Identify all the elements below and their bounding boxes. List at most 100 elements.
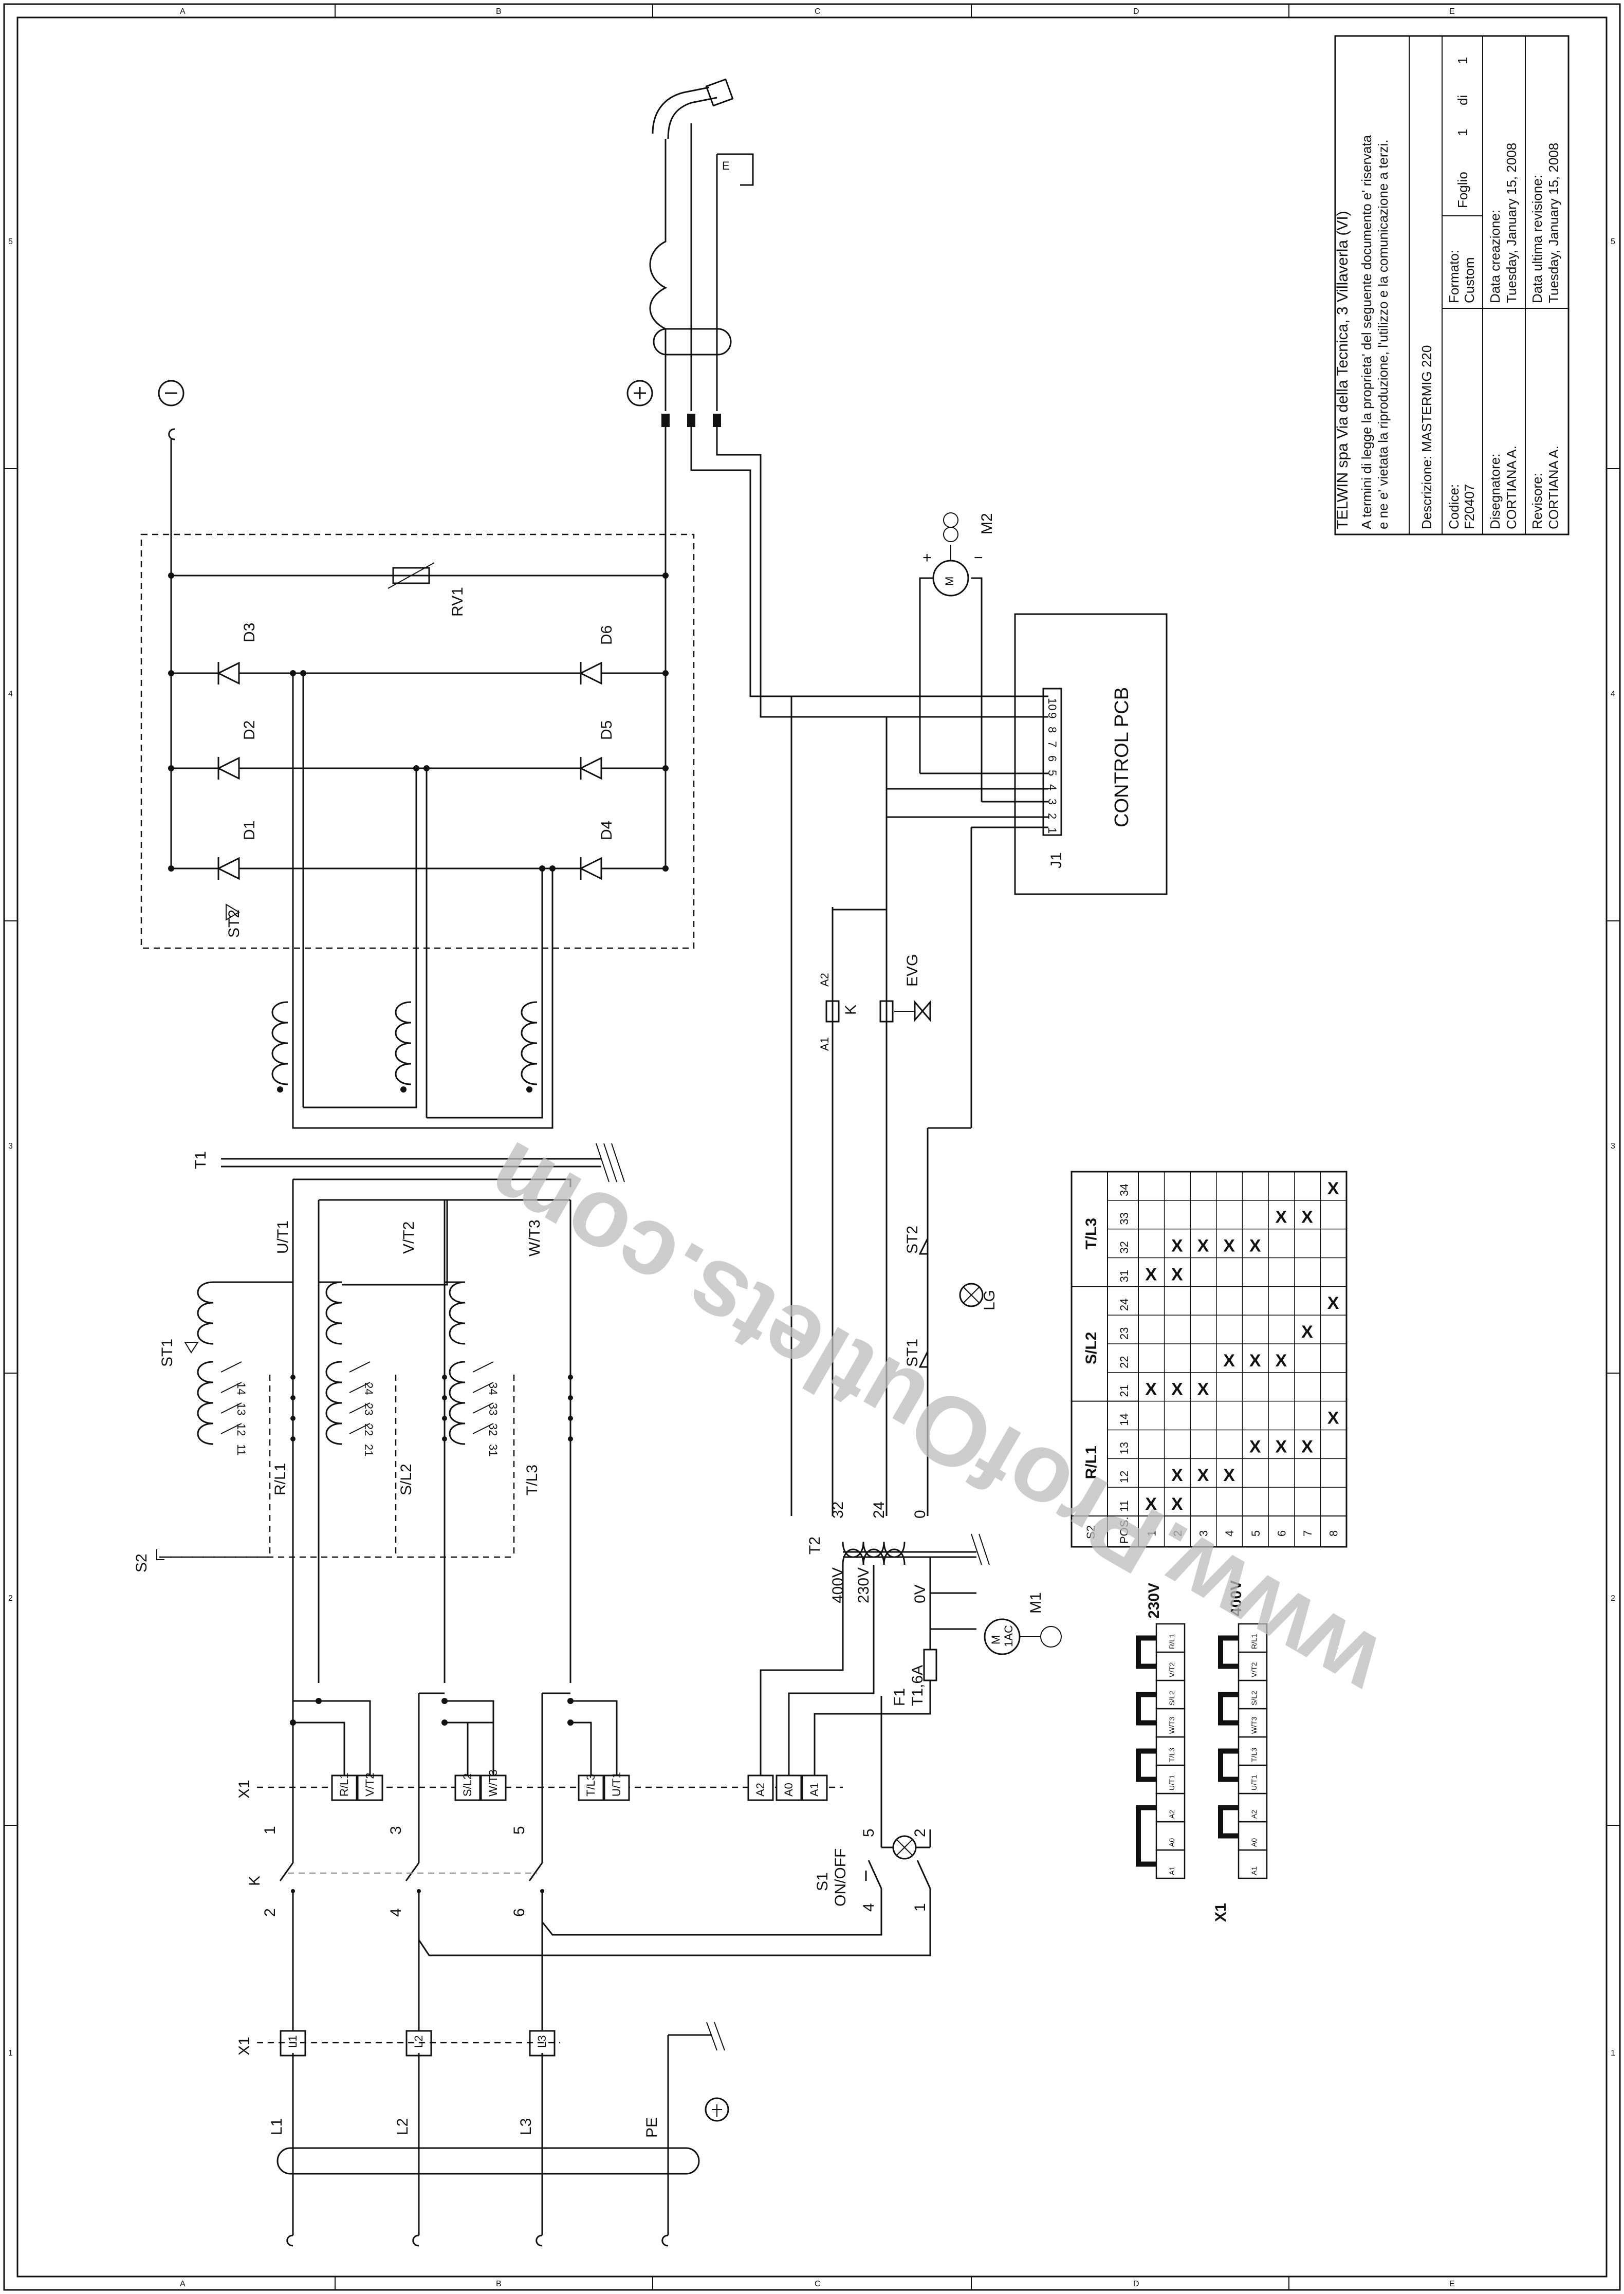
jumper-strip-terminal-label: A2: [1250, 1810, 1258, 1819]
x1-terminal: [747, 1774, 774, 1801]
control-circuit: K A1 A2 EVG ST2 ST1 LG: [790, 696, 1048, 1516]
j1-pin-number: 5: [1046, 770, 1059, 776]
s2-table-closed-mark: X: [1327, 1409, 1339, 1428]
title-block: TELWIN spa Via della Tecnica, 3 Villaver…: [1334, 35, 1570, 535]
s2-table-closed-mark: X: [1197, 1236, 1209, 1256]
varistor-rv1: [392, 567, 430, 584]
strip-230v-label: 230V: [1146, 1583, 1162, 1619]
j1-pin-number: 6: [1046, 755, 1059, 762]
plug-icon: [713, 414, 721, 427]
x1-label-top: X1: [236, 1780, 253, 1799]
jumper-strip-terminal: [1238, 1736, 1268, 1766]
s2-table-contact-header: 34: [1118, 1183, 1131, 1196]
strip-x1-label: X1: [1212, 1903, 1229, 1922]
j1-pin-number: 8: [1046, 727, 1059, 733]
x1-terminal-label: S/L2: [461, 1773, 474, 1797]
jumper-link: [1218, 1692, 1239, 1726]
s2-table-closed-mark: X: [1171, 1380, 1183, 1399]
row-marker-2-right: 2: [1611, 1594, 1615, 1603]
cable-sleeve: [653, 328, 732, 356]
s2-table-closed-mark: X: [1301, 1208, 1313, 1227]
contact-11-label: 11: [235, 1444, 248, 1456]
s2-table-closed-mark: X: [1223, 1351, 1235, 1371]
jumper-strip-terminal: [1155, 1849, 1186, 1879]
col-marker-e-bottom: E: [1449, 2280, 1455, 2288]
diode-d6: [579, 661, 602, 685]
s2-table-closed-mark: X: [1249, 1236, 1261, 1256]
col-marker-c: C: [815, 7, 821, 16]
f1-label: F1: [891, 1688, 908, 1706]
diode-d4: [579, 857, 602, 880]
s2-table-contact-header: 32: [1118, 1241, 1131, 1253]
warning-lamp-lg-icon: [959, 1283, 984, 1307]
tl3-label: T/L3: [524, 1465, 541, 1495]
mains-cable-sleeve: [276, 2147, 700, 2175]
jumper-strip-terminal-label: T/L3: [1250, 1748, 1258, 1762]
m1-sub-label: 1AC: [1002, 1625, 1015, 1647]
feed-roll-icon: [943, 527, 958, 542]
x1-mains-terminal-label: L1: [286, 2036, 299, 2048]
positive-terminal-icon: [626, 380, 653, 406]
x1-mains-terminal-label: L3: [536, 2036, 548, 2048]
format-label: Formato:: [1446, 250, 1462, 303]
jumper-link: [1136, 1748, 1156, 1782]
contact-33-label: 33: [487, 1403, 500, 1415]
on-off-label: ON/OFF: [832, 1848, 849, 1907]
jumper-strip-terminal-label: S/L2: [1168, 1691, 1176, 1706]
contact-34-label: 34: [487, 1382, 500, 1395]
m2-label: M2: [979, 513, 995, 534]
relay-k-coil: [825, 1000, 840, 1023]
d3-label: D3: [241, 623, 258, 642]
contact-24-label: 24: [362, 1382, 375, 1395]
wt3-label: W/T3: [526, 1219, 543, 1256]
contactor-k: K 1 3 5 2 4 6: [246, 1683, 931, 2043]
rectifier-bridge: RV1 D3 D2 D1 D6 D5 D4 ST2: [140, 533, 695, 949]
row-marker-1-right: 1: [1611, 2049, 1615, 2058]
row-marker-5-right: 5: [1611, 237, 1615, 246]
strip-400v-label: 400V: [1228, 1580, 1245, 1616]
s2-table-closed-mark: X: [1275, 1208, 1287, 1227]
col-marker-d-bottom: D: [1133, 2280, 1139, 2288]
col-marker-a-bottom: A: [180, 2280, 186, 2288]
diode-d5: [579, 756, 602, 780]
contact-13-label: 13: [235, 1403, 248, 1415]
tap-24-label: 24: [871, 1502, 888, 1519]
x1-terminal-label: A2: [754, 1783, 767, 1797]
jumper-link: [1136, 1692, 1156, 1726]
s2-table-corner: S2: [1084, 1525, 1097, 1539]
jumper-strip-terminal-label: U/T1: [1168, 1774, 1176, 1790]
col-marker-d: D: [1133, 7, 1139, 16]
connector-j1: [1042, 688, 1062, 836]
col-marker-c-bottom: C: [815, 2280, 821, 2288]
x1-terminal: [331, 1774, 358, 1801]
d2-label: D2: [241, 720, 258, 740]
code-value: F20407: [1462, 484, 1477, 529]
main-switch-s1[interactable]: S1 ON/OFF 5 2 4 1: [814, 1828, 931, 1914]
s2-label: S2: [133, 1553, 150, 1572]
s2-table-contact-header: 23: [1118, 1327, 1131, 1340]
k-pin-4: 4: [387, 1908, 404, 1917]
torch-and-output-cables: E: [158, 78, 1048, 718]
m2-symbol: M: [943, 577, 956, 586]
jumper-strip-terminal: [1238, 1651, 1268, 1681]
col-marker-b-bottom: B: [496, 2280, 502, 2288]
jumper-strip-terminal-label: A0: [1250, 1838, 1258, 1847]
s2-table-closed-mark: X: [1171, 1466, 1183, 1485]
row-marker-2: 2: [8, 1594, 13, 1603]
jumper-strip-terminal: [1155, 1708, 1186, 1738]
s2-table-position: 1: [1145, 1530, 1158, 1537]
aux-transformer-t2: T2 400V 230V 0V 32 24 0 F1 T1,6A M 1AC M…: [760, 1502, 1062, 1829]
k-pin-5: 5: [511, 1826, 528, 1835]
s2-table-closed-mark: X: [1301, 1322, 1313, 1342]
s2-table-contact-header: 31: [1118, 1270, 1131, 1282]
col-marker-b: B: [496, 7, 502, 16]
j1-pin-number: 4: [1046, 784, 1059, 790]
col-marker-a: A: [180, 7, 186, 16]
jumper-strip-terminal: [1238, 1849, 1268, 1879]
torch-nozzle-icon: [705, 78, 734, 107]
jumper-strip-terminal-label: V/T2: [1168, 1662, 1176, 1677]
gas-e-label: E: [722, 159, 730, 172]
